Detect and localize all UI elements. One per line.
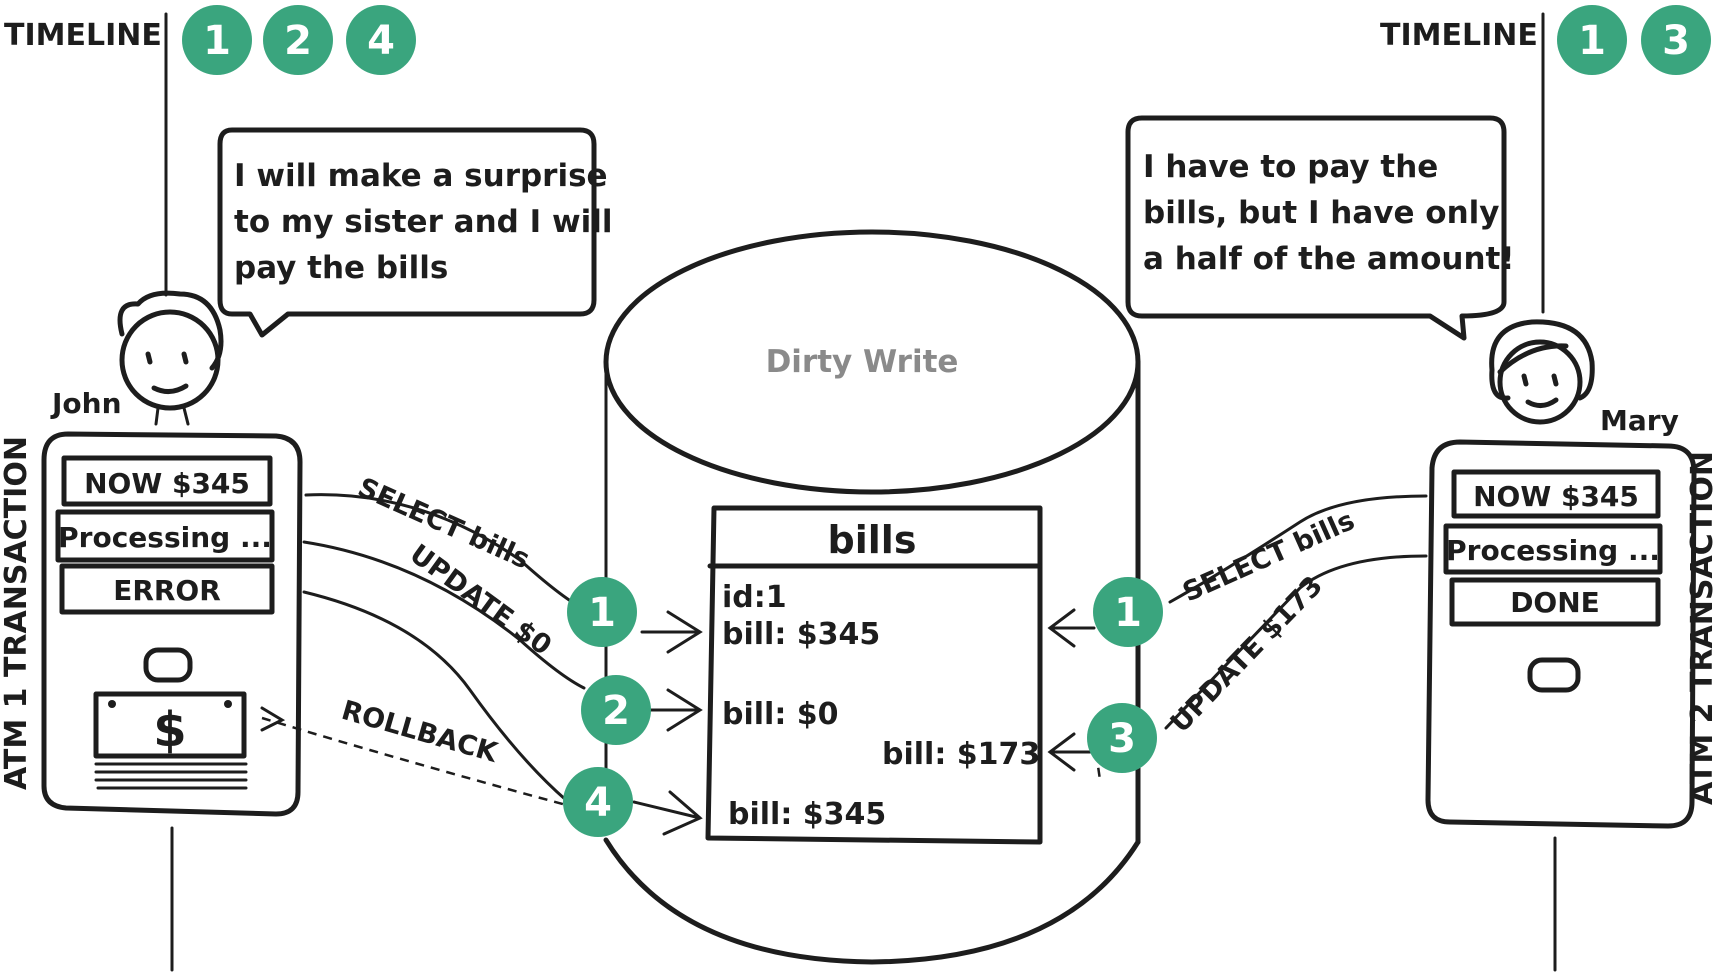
op-right-step-3-badge: 3 xyxy=(1087,703,1157,773)
svg-text:2: 2 xyxy=(284,18,312,64)
svg-text:4: 4 xyxy=(584,780,612,826)
left-timeline-step-4: 4 xyxy=(346,5,416,75)
arrow-update-left xyxy=(640,688,703,732)
bills-row-173: bill: $173 xyxy=(882,737,1040,772)
right-timeline-step-1: 1 xyxy=(1557,5,1627,75)
mary-speech-line-2: bills, but I have only xyxy=(1143,195,1500,231)
arrow-select-right xyxy=(1047,608,1096,648)
bills-row-id: id:1 xyxy=(722,580,787,615)
john-speech-bubble: I will make a surprise to my sister and … xyxy=(217,127,612,338)
john-avatar: John xyxy=(50,290,224,426)
left-timeline-step-2: 2 xyxy=(263,5,333,75)
svg-text:NOW $345: NOW $345 xyxy=(84,467,250,500)
mary-speech-line-3: a half of the amount! xyxy=(1143,241,1515,277)
atm1-cash-stack: $ xyxy=(93,691,248,790)
john-speech-line-2: to my sister and I will xyxy=(234,204,612,240)
mary-speech-line-1: I have to pay the xyxy=(1143,149,1438,185)
bills-table: bills id:1 bill: $345 bill: $0 bill: $17… xyxy=(705,505,1043,845)
svg-text:Processing ...: Processing ... xyxy=(58,521,272,554)
john-speech-line-3: pay the bills xyxy=(234,250,448,286)
arrow-select-left xyxy=(640,610,703,654)
op-left-step-1-badge: 1 xyxy=(567,577,637,647)
database-cylinder: Dirty Write xyxy=(603,229,1141,965)
atm2-screen-processing: Processing ... xyxy=(1443,523,1663,575)
left-connectors xyxy=(260,493,703,836)
op-right-step-1-badge: 1 xyxy=(1093,577,1163,647)
left-timeline: TIMELINE 1 2 4 xyxy=(4,5,416,972)
bills-row-345: bill: $345 xyxy=(722,617,880,652)
op-left-step-4-badge: 4 xyxy=(563,767,633,837)
svg-text:DONE: DONE xyxy=(1510,586,1600,619)
svg-text:Processing ...: Processing ... xyxy=(1446,534,1660,567)
bills-row-0: bill: $0 xyxy=(722,697,839,732)
svg-text:3: 3 xyxy=(1662,18,1690,64)
left-timeline-label: TIMELINE xyxy=(4,18,162,53)
database-title: Dirty Write xyxy=(766,344,959,380)
atm2-screen-now: NOW $345 xyxy=(1451,469,1661,519)
svg-text:ERROR: ERROR xyxy=(113,574,221,607)
arrow-rollback-left xyxy=(632,790,703,836)
svg-text:4: 4 xyxy=(367,18,395,64)
atm1-screen-error: ERROR xyxy=(59,563,275,615)
svg-text:3: 3 xyxy=(1108,716,1136,762)
bills-row-345-restored: bill: $345 xyxy=(728,797,886,832)
atm1-machine: NOW $345 Processing ... ERROR $ xyxy=(41,431,303,817)
svg-text:NOW $345: NOW $345 xyxy=(1473,480,1639,513)
svg-text:2: 2 xyxy=(602,688,630,734)
dollar-icon: $ xyxy=(153,702,186,758)
atm1-card-slot xyxy=(143,647,193,683)
mary-avatar: Mary xyxy=(1489,319,1679,437)
john-speech-line-1: I will make a surprise xyxy=(234,158,608,194)
left-timeline-step-1: 1 xyxy=(182,5,252,75)
mary-name: Mary xyxy=(1600,404,1679,437)
right-timeline-step-3: 3 xyxy=(1641,5,1711,75)
right-timeline: TIMELINE 1 3 xyxy=(1380,5,1711,972)
mary-speech-bubble: I have to pay the bills, but I have only… xyxy=(1125,115,1515,341)
svg-text:1: 1 xyxy=(1114,590,1142,636)
atm2-machine: NOW $345 Processing ... DONE xyxy=(1425,439,1697,829)
arrow-update-right xyxy=(1047,732,1092,772)
atm2-card-slot xyxy=(1527,657,1581,693)
atm1-screen-processing: Processing ... xyxy=(55,509,275,563)
op-left-rollback-label: ROLLBACK xyxy=(338,695,502,769)
svg-text:1: 1 xyxy=(203,18,231,64)
rollback-arrow-head xyxy=(260,706,286,732)
op-right-select-label: SELECT bills xyxy=(1178,505,1359,608)
bills-table-name: bills xyxy=(828,518,917,562)
right-timeline-label: TIMELINE xyxy=(1380,18,1538,53)
atm1-screen-now: NOW $345 xyxy=(61,455,273,507)
svg-text:1: 1 xyxy=(588,590,616,636)
john-name: John xyxy=(50,387,122,420)
svg-text:1: 1 xyxy=(1578,18,1606,64)
atm1-label: ATM 1 TRANSACTION xyxy=(0,436,34,790)
atm2-screen-done: DONE xyxy=(1449,577,1661,627)
op-left-step-2-badge: 2 xyxy=(581,675,651,745)
